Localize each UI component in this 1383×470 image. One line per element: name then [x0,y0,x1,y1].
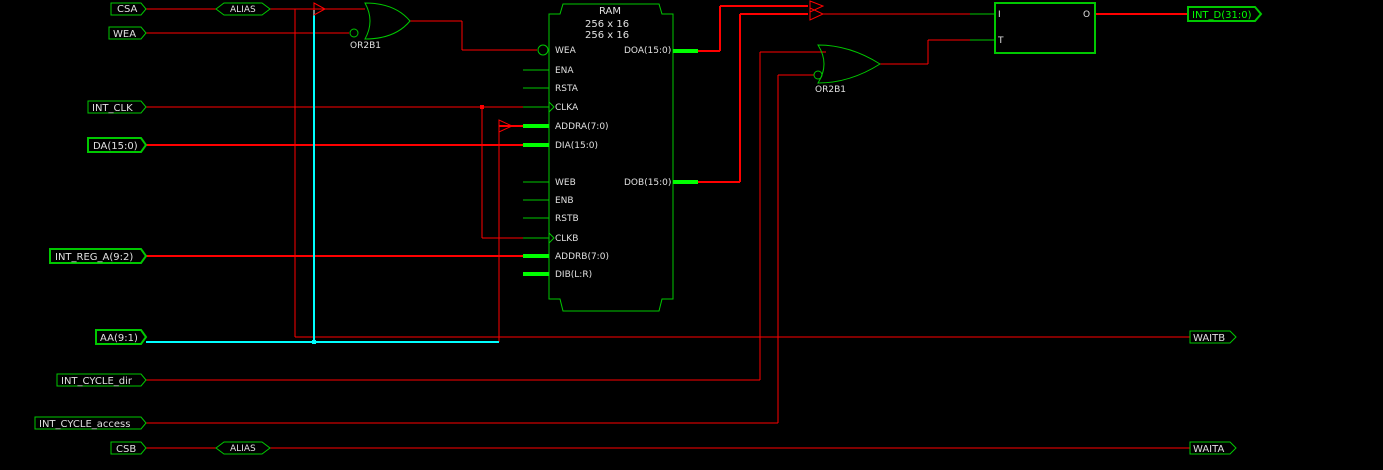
output-ports [1187,6,1263,455]
ram-pin-clkb: CLKB [555,234,578,244]
ram-pin-addra: ADDRA(7:0) [555,122,609,132]
port-int-clk[interactable]: INT_CLK [92,103,133,114]
buffer-triangles [498,0,825,133]
or-gate-2[interactable] [813,44,881,84]
port-csa[interactable]: CSA [117,4,138,15]
port-int-reg-a[interactable]: INT_REG_A(9:2) [55,252,133,263]
alias-symbols [215,2,271,455]
port-da[interactable]: DA(15:0) [93,141,138,152]
or-gate-2-label: OR2B1 [815,85,846,95]
buffer-pin-t: T [997,36,1004,46]
ram-pin-doa: DOA(15:0) [624,46,671,56]
ram-pin-ena: ENA [555,66,574,76]
ram-pin-dib: DIB(L:R) [555,270,592,280]
buffer-pin-i: I [998,10,1001,20]
alias-bottom: ALIAS [230,444,256,454]
alias-top: ALIAS [230,5,256,15]
input-ports [34,2,148,455]
ram-size-2: 256 x 16 [585,30,629,41]
buses [146,5,1188,257]
port-int-cycle-access[interactable]: INT_CYCLE_access [39,419,130,430]
or-gate-1[interactable] [313,2,411,40]
or-gate-1-label: OR2B1 [350,41,381,51]
tristate-buffer[interactable] [994,2,1096,54]
ram-pin-wea: WEA [555,46,577,56]
ram-pin-addrb: ADDRB(7:0) [555,252,609,262]
ram-pin-clka: CLKA [555,103,579,113]
port-int-cycle-dir[interactable]: INT_CYCLE_dir [61,376,133,387]
ram-pin-web: WEB [555,178,576,188]
port-waita[interactable]: WAITA [1193,444,1224,455]
port-csb[interactable]: CSB [116,444,136,455]
ram-title: RAM [599,6,621,17]
ram-pins-left [523,44,555,244]
buffer-pin-o: O [1083,10,1090,20]
ram-size-1: 256 x 16 [585,19,629,30]
ram-pin-dia: DIA(15:0) [555,141,598,151]
port-aa[interactable]: AA(9:1) [100,333,138,344]
port-int-d[interactable]: INT_D(31:0) [1192,10,1252,21]
ram-pin-enb: ENB [555,196,574,206]
nets [146,8,1190,449]
ram-pin-rstb: RSTB [555,214,579,224]
ram-block[interactable] [548,3,674,312]
ram-bus-pins [523,49,698,276]
ram-pin-rsta: RSTA [555,84,579,94]
highlighted-net [146,10,499,343]
port-wea[interactable]: WEA [113,29,136,40]
port-waitb[interactable]: WAITB [1193,333,1225,344]
ram-pin-dob: DOB(15:0) [624,178,671,188]
